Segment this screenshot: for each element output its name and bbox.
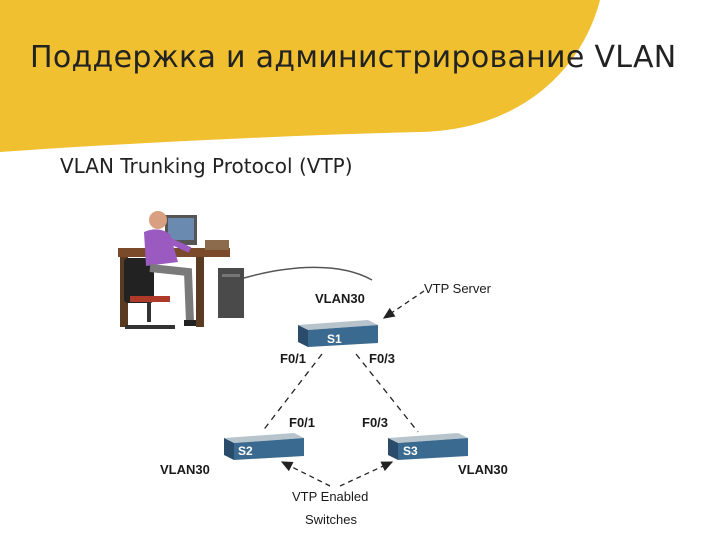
slide-title: Поддержка и администрирование VLAN xyxy=(30,40,677,75)
vtp-server-arrow xyxy=(382,290,425,319)
vlan-label-s3: VLAN30 xyxy=(458,462,508,477)
switch-icon xyxy=(298,320,378,347)
port-label-s1-left: F0/1 xyxy=(280,351,306,366)
port-label-s2: F0/1 xyxy=(289,415,315,430)
vlan-label-s1: VLAN30 xyxy=(315,291,365,306)
port-label-s3: F0/3 xyxy=(362,415,388,430)
switch-icon xyxy=(388,433,468,460)
vtp-enabled-arrow-right xyxy=(339,461,394,487)
vtp-enabled-label-line1: VTP Enabled xyxy=(292,489,368,504)
accent-arc-shape xyxy=(0,0,600,152)
vtp-server-label: VTP Server xyxy=(424,281,492,296)
switch-s3: S3 xyxy=(388,433,468,460)
switch-s2: S2 xyxy=(224,433,304,460)
switch-icon xyxy=(224,433,304,460)
port-label-s1-right: F0/3 xyxy=(369,351,395,366)
switch-s2-name: S2 xyxy=(238,444,253,458)
vtp-enabled-arrow-left xyxy=(280,461,331,487)
slide-subtitle: VLAN Trunking Protocol (VTP) xyxy=(60,154,353,178)
vlan-label-s2: VLAN30 xyxy=(160,462,210,477)
trunk-link-s1-s2 xyxy=(261,353,323,433)
vtp-enabled-label-line2: Switches xyxy=(305,512,358,527)
switch-s1: S1 xyxy=(298,320,378,347)
switch-s3-name: S3 xyxy=(403,444,418,458)
workstation-icon xyxy=(118,211,373,329)
trunk-link-s1-s3 xyxy=(355,353,419,433)
switch-s1-name: S1 xyxy=(327,332,342,346)
